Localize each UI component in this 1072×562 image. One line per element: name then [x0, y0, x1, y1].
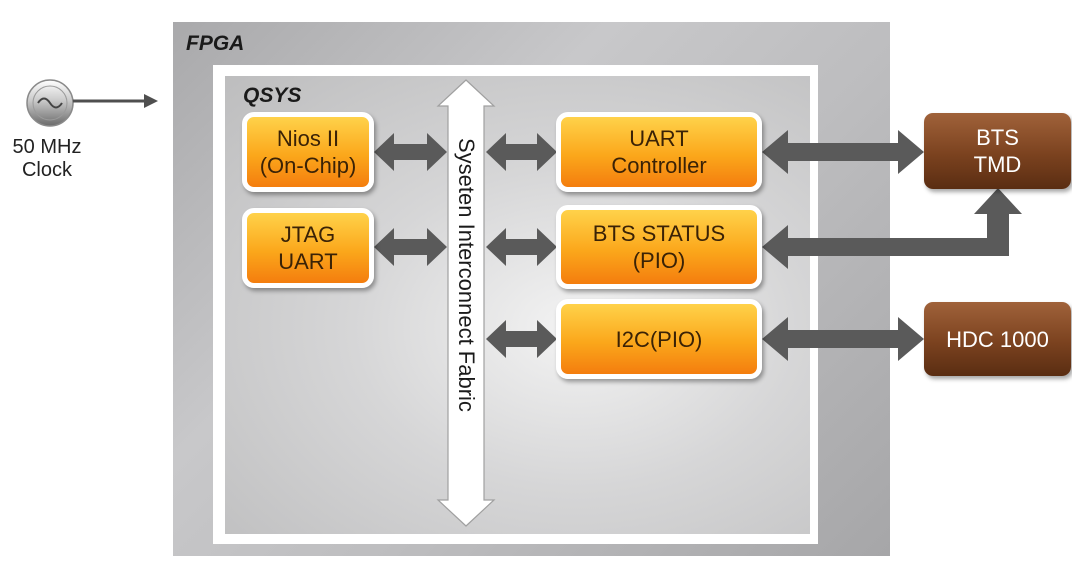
hdc1000-block: HDC 1000 [924, 302, 1071, 376]
bts-status-line1: BTS STATUS [592, 221, 726, 246]
bts-tmd-line2: TMD [973, 152, 1022, 177]
bidirectional-arrows [374, 130, 1022, 361]
clock-caption: Clock [21, 159, 72, 181]
nios-line2: (On-Chip) [259, 153, 357, 178]
bts-tmd-line1: BTS [976, 125, 1019, 150]
jtag-line1: JTAG [280, 222, 336, 247]
clock-frequency: 50 MHz [12, 136, 82, 158]
fabric-label: Syseten Interconnect Fabric [454, 138, 479, 412]
jtag-uart-block: JTAG UART [242, 208, 374, 288]
fpga-label: FPGA [186, 32, 245, 55]
jtag-line2: UART [278, 249, 338, 274]
qsys-label: QSYS [243, 84, 302, 107]
uart-line1: UART [629, 126, 689, 151]
nios-block: Nios II (On-Chip) [242, 112, 374, 192]
bts-status-line2: (PIO) [632, 248, 686, 273]
clock-icon [26, 79, 74, 127]
clock-label: 50 MHz Clock [12, 136, 82, 182]
clock-arrow [73, 94, 158, 108]
fabric-arrow [436, 79, 496, 527]
uart-controller-block: UART Controller [556, 112, 762, 192]
uart-line2: Controller [611, 153, 707, 178]
hdc-line1: HDC 1000 [946, 326, 1049, 352]
nios-line1: Nios II [276, 126, 340, 151]
i2c-pio-block: I2C(PIO) [556, 299, 762, 379]
bts-status-block: BTS STATUS (PIO) [556, 205, 762, 289]
bts-tmd-block: BTS TMD [924, 113, 1071, 189]
i2c-line1: I2C(PIO) [615, 326, 703, 352]
